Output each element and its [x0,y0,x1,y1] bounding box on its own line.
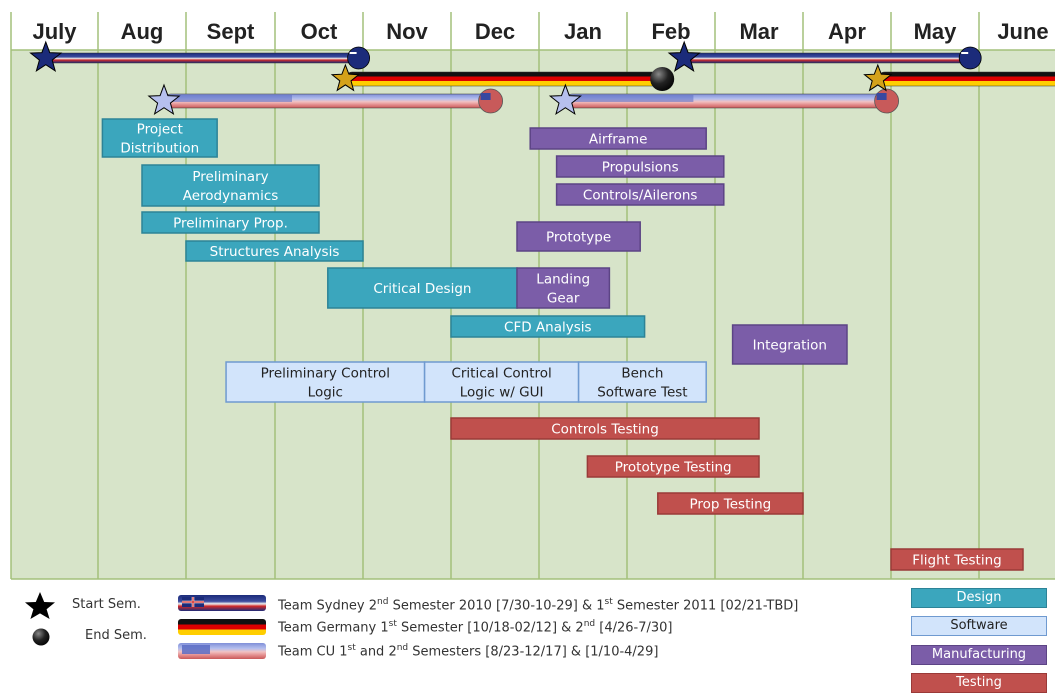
task-label: Logic [308,385,343,401]
task-label: Critical Control [451,366,551,382]
task-label: Aerodynamics [183,188,279,204]
start-sem-star-icon [22,591,58,619]
task-critical-design: Critical Design [328,268,517,308]
month-label-apr: Apr [828,19,866,44]
month-label-feb: Feb [651,19,690,44]
task-label: Prop Testing [690,497,772,513]
task-prop-testing: Prop Testing [658,493,803,514]
task-label: Preliminary Control [261,366,390,382]
legend-start-sem: Start Sem. [72,597,141,612]
task-label: Critical Design [373,281,471,297]
task-label: Propulsions [602,160,679,176]
germany-flag-bar-icon [178,619,266,635]
month-label-nov: Nov [386,19,428,44]
task-label: Bench [621,366,663,382]
month-label-oct: Oct [301,19,338,44]
legend-design: Design [911,588,1047,608]
task-integration: Integration [733,325,847,364]
end-sem-ball-icon [479,89,503,113]
month-header: July Aug Sept Oct Nov Dec Jan Feb Mar Apr May June [32,19,1048,44]
task-label: Structures Analysis [210,244,340,260]
task-label: Preliminary [192,169,268,185]
task-prototype: Prototype [517,222,640,251]
month-label-aug: Aug [121,19,164,44]
task-flight-testing: Flight Testing [891,549,1023,570]
month-label-sept: Sept [207,19,255,44]
task-prototype-testing: Prototype Testing [587,456,759,477]
task-label: Prototype Testing [615,460,732,476]
task-label: Software Test [597,385,687,401]
month-label-dec: Dec [475,19,515,44]
end-sem-ball-icon [875,89,899,113]
task-label: Airframe [589,132,648,148]
legend-team-sydney: Team Sydney 2nd Semester 2010 [7/30-10-2… [278,597,798,613]
legend-software: Software [911,616,1047,636]
legend-testing: Testing [911,673,1047,693]
task-label: Integration [753,338,827,354]
task-label: CFD Analysis [504,320,592,336]
task-label: Preliminary Prop. [173,216,288,232]
end-sem-ball-icon [31,627,51,647]
legend-team-germany: Team Germany 1st Semester [10/18-02/12] … [278,619,672,635]
task-label: Gear [547,291,580,307]
task-propulsions: Propulsions [557,156,724,177]
task-controls-testing: Controls Testing [451,418,759,439]
task-preliminary-prop: Preliminary Prop. [142,212,319,233]
task-label: Project [137,122,183,138]
month-label-may: May [914,19,958,44]
legend-team-cu: Team CU 1st and 2nd Semesters [8/23-12/1… [278,643,658,659]
task-label: Distribution [120,141,199,157]
end-sem-ball-icon [959,47,981,69]
task-controls-ailerons: Controls/Ailerons [557,184,724,205]
end-sem-ball-icon [650,67,674,91]
legend-end-sem: End Sem. [85,628,147,643]
task-label: Flight Testing [912,553,1001,569]
task-airframe: Airframe [530,128,706,149]
month-label-jan: Jan [564,19,602,44]
task-label: Logic w/ GUI [460,385,544,401]
task-label: Landing [536,272,590,288]
month-label-july: July [32,19,77,44]
task-label: Controls/Ailerons [583,188,698,204]
task-label: Prototype [546,230,611,246]
task-structures-analysis: Structures Analysis [186,241,363,261]
task-cfd-analysis: CFD Analysis [451,316,645,337]
sydney-flag-bar-icon [178,595,266,611]
task-label: Controls Testing [551,422,659,438]
month-label-mar: Mar [739,19,779,44]
cu-flag-bar-icon [178,643,266,659]
month-label-june: June [997,19,1048,44]
legend-manufacturing: Manufacturing [911,645,1047,665]
end-sem-ball-icon [348,47,370,69]
